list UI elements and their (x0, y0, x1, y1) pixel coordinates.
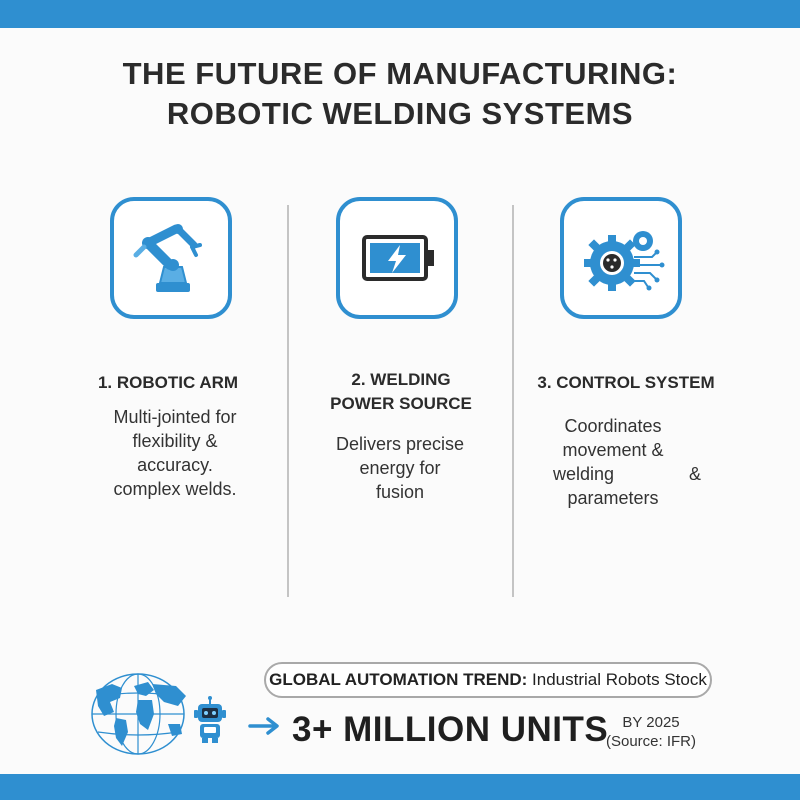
title-line-1: THE FUTURE OF MANUFACTURING: (122, 56, 678, 91)
desc-line: Delivers precise (335, 434, 465, 454)
desc-line: Coordinates (564, 416, 662, 436)
trend-pill: GLOBAL AUTOMATION TREND: Industrial Robo… (264, 662, 712, 698)
desc-line: flexibility & (132, 431, 218, 451)
stat-footnote: BY 2025 (Source: IFR) (596, 713, 706, 751)
desc-line: fusion (375, 482, 425, 502)
desc-line: energy for (359, 458, 441, 478)
top-banner (0, 0, 800, 28)
gear-circuit-icon (560, 197, 682, 319)
desc-control-system: Coordinates movement & welding & paramet… (503, 414, 723, 510)
heading-robotic-arm: 1. ROBOTIC ARM (97, 373, 239, 392)
source-note: (Source: IFR) (605, 733, 696, 750)
heading-line: POWER SOURCE (330, 394, 472, 413)
desc-line: Multi-jointed for (113, 407, 237, 427)
desc-power-source: Delivers precise energy for fusion (290, 432, 510, 504)
title-line-2: ROBOTIC WELDING SYSTEMS (166, 96, 634, 131)
desc-line: movement & (562, 440, 664, 460)
desc-line: accuracy. (137, 455, 213, 475)
desc-line: complex welds. (113, 479, 237, 499)
desc-line-split: welding & (503, 462, 723, 486)
arrow-right-icon (248, 717, 279, 735)
robot-icon (194, 696, 226, 743)
battery-bolt-icon (336, 197, 458, 319)
desc-line: welding (553, 464, 615, 484)
desc-line: & (689, 464, 702, 484)
heading-line: 2. WELDING (351, 370, 451, 389)
stat-units: 3+ MILLION UNITS (292, 710, 609, 749)
heading-control-system: 3. CONTROL SYSTEM (537, 373, 715, 392)
globe-icon (91, 673, 186, 755)
column-divider (512, 205, 514, 597)
heading-power-source: 2. WELDING POWER SOURCE (291, 368, 511, 416)
desc-robotic-arm: Multi-jointed for flexibility & accuracy… (65, 405, 285, 501)
desc-line: parameters (567, 488, 659, 508)
bottom-banner (0, 774, 800, 800)
trend-value: Industrial Robots Stock (532, 670, 707, 689)
page-title: THE FUTURE OF MANUFACTURING: ROBOTIC WEL… (0, 54, 800, 134)
trend-label: GLOBAL AUTOMATION TREND: (269, 670, 528, 689)
column-divider (287, 205, 289, 597)
robotic-arm-icon (110, 197, 232, 319)
by-year: BY 2025 (622, 714, 680, 731)
